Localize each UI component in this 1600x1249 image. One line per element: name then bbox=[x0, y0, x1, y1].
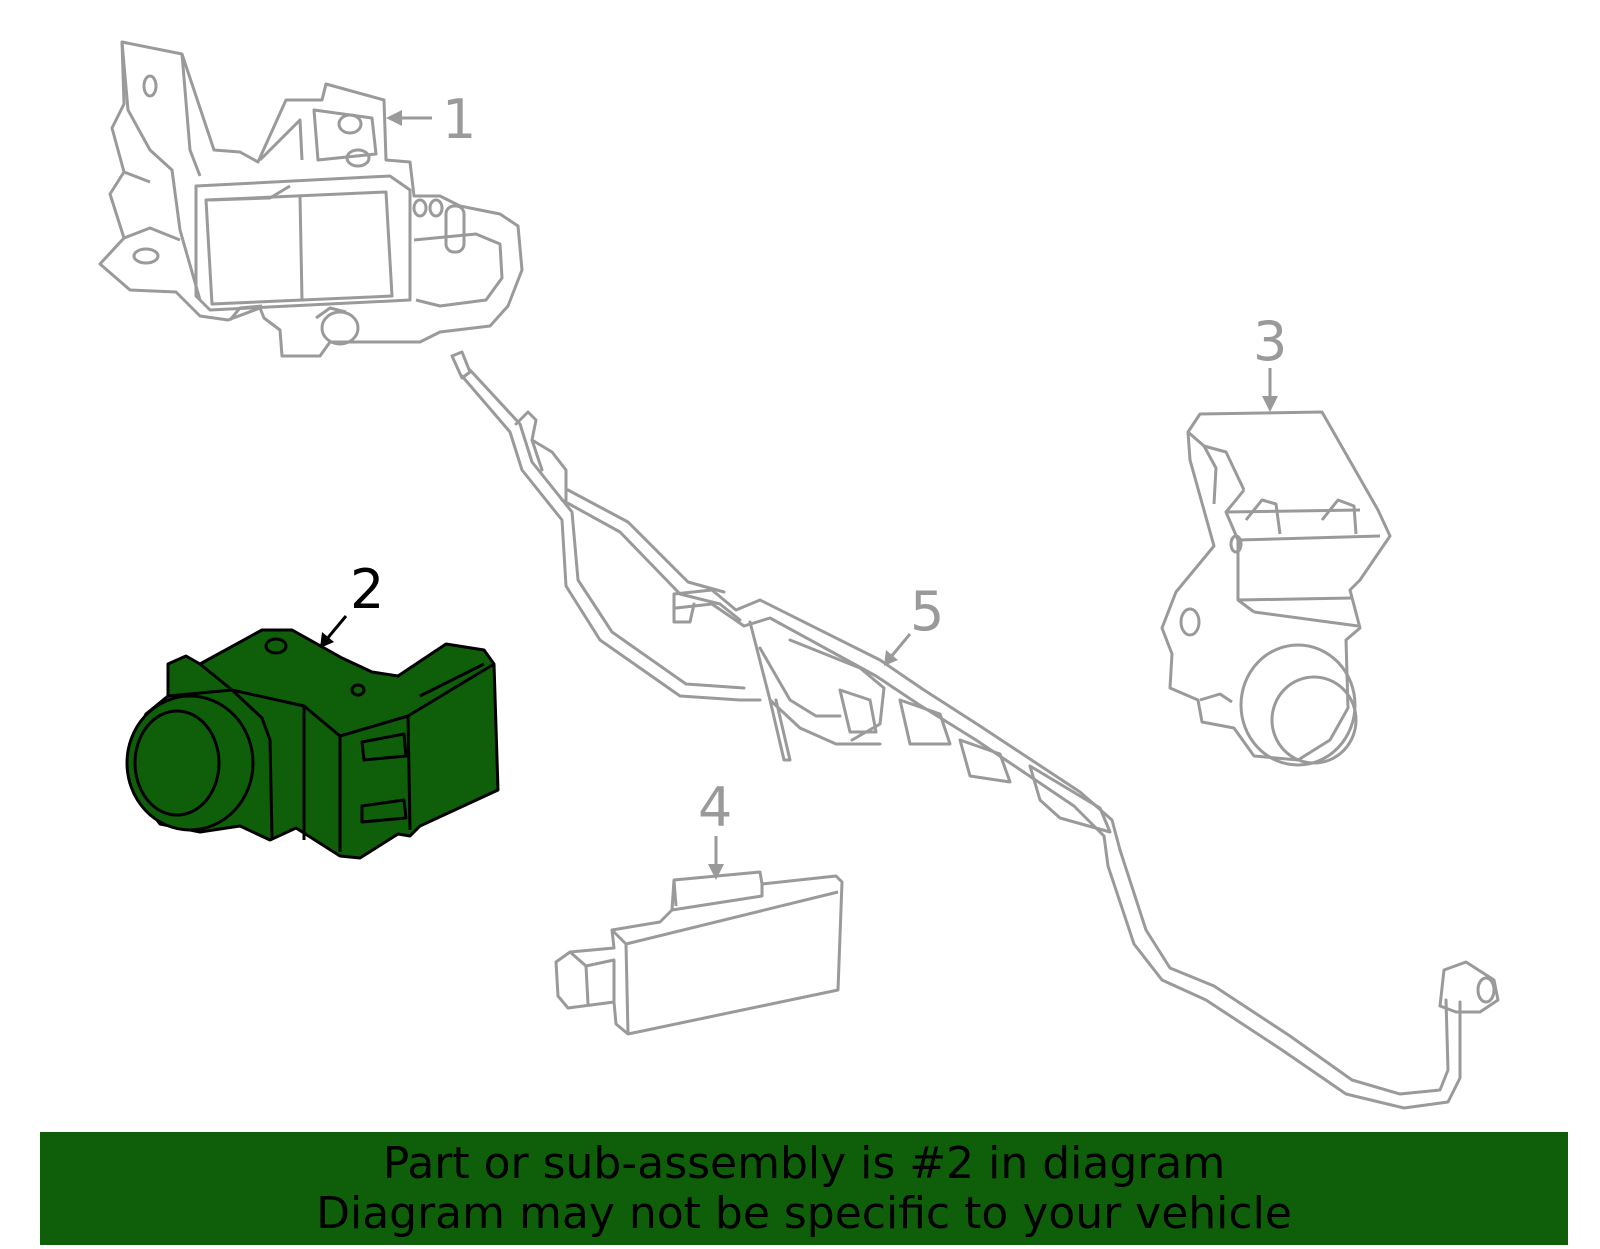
banner-line-2: Diagram may not be specific to your vehi… bbox=[316, 1188, 1292, 1239]
callout-2-label: 2 bbox=[350, 558, 384, 621]
part-3-camera-module[interactable] bbox=[1160, 410, 1392, 767]
callout-5-label: 5 bbox=[910, 580, 944, 643]
info-banner: Part or sub-assembly is #2 in diagram Di… bbox=[40, 1132, 1568, 1245]
callout-3: 3 bbox=[1253, 310, 1287, 412]
callout-1: 1 bbox=[386, 88, 476, 151]
part-4-control-module[interactable] bbox=[554, 870, 844, 1036]
callout-2: 2 bbox=[320, 558, 384, 648]
part-1-bracket-assembly[interactable] bbox=[98, 40, 524, 358]
callout-3-label: 3 bbox=[1253, 310, 1287, 373]
part-5-wiring-harness[interactable] bbox=[450, 350, 1500, 1110]
callout-5: 5 bbox=[884, 580, 944, 666]
callout-4-label: 4 bbox=[698, 776, 732, 839]
callout-4: 4 bbox=[698, 776, 732, 880]
part-2-parking-sensor[interactable] bbox=[125, 628, 500, 860]
banner-line-1: Part or sub-assembly is #2 in diagram bbox=[382, 1138, 1226, 1189]
callout-1-label: 1 bbox=[442, 88, 476, 151]
